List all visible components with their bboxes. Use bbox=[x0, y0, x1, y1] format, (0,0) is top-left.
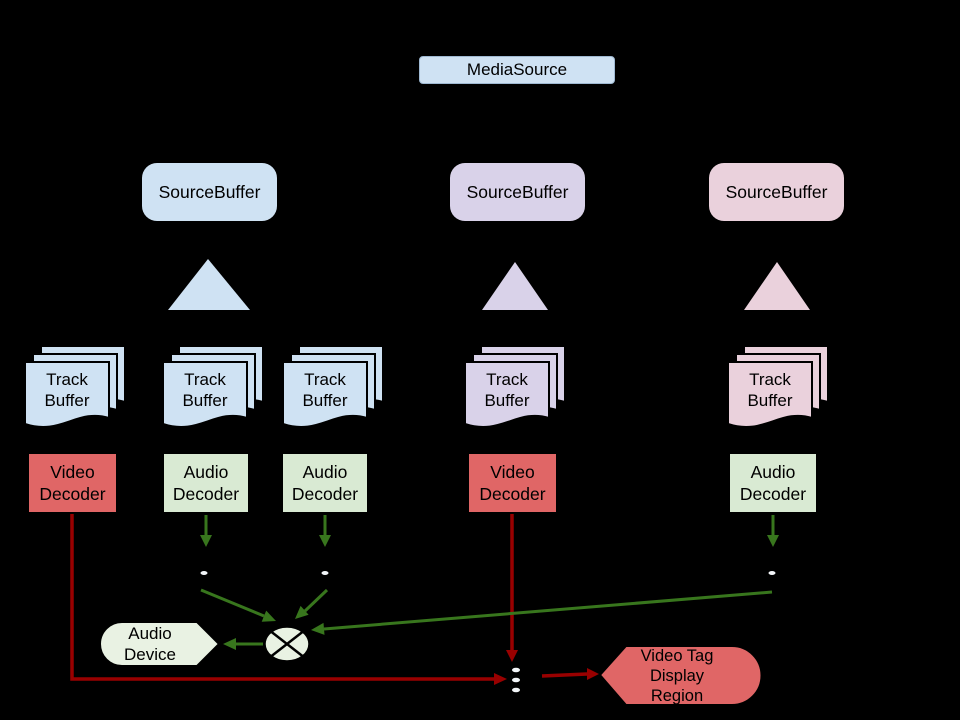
decoder-line2: Decoder bbox=[291, 484, 359, 504]
decoder-line2: Decoder bbox=[739, 484, 807, 504]
audio-arrowhead-icon bbox=[311, 622, 325, 635]
source-buffer-box-2: SourceBuffer bbox=[450, 163, 585, 221]
track-buffer-line1: Track bbox=[184, 370, 226, 389]
track-buffer-line2: Buffer bbox=[484, 391, 530, 410]
track-buffer-line2: Buffer bbox=[302, 391, 348, 410]
audio-arrowhead-icon bbox=[319, 535, 331, 547]
audio-arrow-right-to-mixer bbox=[323, 590, 773, 631]
decoder-line1: Video bbox=[490, 462, 535, 482]
decoder-line2: Decoder bbox=[479, 484, 546, 504]
video-queue-ellipsis-icon bbox=[512, 667, 520, 693]
funnel-triangle-2 bbox=[482, 262, 548, 310]
mixer-cross-line bbox=[270, 630, 304, 658]
source-buffer-label: SourceBuffer bbox=[466, 181, 569, 202]
queue-dot-icon bbox=[512, 687, 520, 693]
track-buffer-line2: Buffer bbox=[44, 391, 90, 410]
video-arrow-decoder1-to-queue bbox=[70, 514, 495, 681]
decoder-line1: Audio bbox=[183, 462, 229, 482]
document-sheet-icon bbox=[464, 361, 550, 429]
decoder-line1: Video bbox=[50, 462, 95, 482]
track-buffer-label-4: Track Buffer bbox=[465, 363, 549, 417]
audio-decoder-box-2: Audio Decoder bbox=[281, 452, 369, 514]
flow-break-dash-icon bbox=[200, 571, 208, 575]
track-buffer-line2: Buffer bbox=[182, 391, 228, 410]
audio-device-line1: Audio bbox=[128, 624, 172, 643]
document-sheet-icon bbox=[24, 361, 110, 429]
media-source-label: MediaSource bbox=[466, 60, 568, 79]
video-decoder-box-1: Video Decoder bbox=[27, 452, 118, 514]
video-arrowhead-icon bbox=[506, 650, 518, 662]
track-buffer-label-3: Track Buffer bbox=[283, 363, 367, 417]
flow-break-dash-icon bbox=[768, 571, 776, 575]
decoder-line1: Audio bbox=[750, 462, 796, 482]
document-sheet-icon bbox=[162, 361, 248, 429]
queue-dot-icon bbox=[512, 677, 520, 683]
decoder-line1: Audio bbox=[302, 462, 348, 482]
video-tag-display-label: Video Tag Display Region bbox=[612, 645, 742, 706]
video-tag-line2: Display bbox=[649, 666, 705, 685]
document-sheet-icon bbox=[727, 361, 813, 429]
flow-break-dash-icon bbox=[321, 571, 329, 575]
video-tag-display-shape bbox=[598, 645, 763, 706]
audio-arrowhead-icon bbox=[200, 535, 212, 547]
video-tag-line3: Region bbox=[650, 686, 704, 705]
track-buffer-stack-5 bbox=[727, 345, 829, 429]
track-buffer-label-2: Track Buffer bbox=[163, 363, 247, 417]
audio-decoder-box-3: Audio Decoder bbox=[728, 452, 818, 514]
source-buffer-label: SourceBuffer bbox=[725, 181, 828, 202]
video-tag-line1: Video Tag bbox=[640, 646, 714, 665]
audio-device-label: Audio Device bbox=[98, 622, 202, 666]
audio-arrowhead-icon bbox=[223, 638, 236, 650]
queue-dot-icon bbox=[512, 667, 520, 673]
video-decoder-box-2: Video Decoder bbox=[467, 452, 558, 514]
audio-arrowhead-icon bbox=[295, 605, 309, 619]
track-buffer-label-1: Track Buffer bbox=[25, 363, 109, 417]
track-buffer-stack-2 bbox=[162, 345, 264, 429]
track-buffer-line1: Track bbox=[304, 370, 346, 389]
track-buffer-line2: Buffer bbox=[747, 391, 793, 410]
funnel-triangle-1 bbox=[168, 259, 250, 310]
audio-arrowhead-icon bbox=[261, 610, 276, 622]
track-buffer-stack-1 bbox=[24, 345, 126, 429]
source-buffer-box-3: SourceBuffer bbox=[709, 163, 844, 221]
media-source-box: MediaSource bbox=[419, 56, 615, 84]
decoder-line2: Decoder bbox=[39, 484, 106, 504]
source-buffer-label: SourceBuffer bbox=[158, 181, 261, 202]
video-arrowhead-icon bbox=[587, 668, 599, 680]
video-arrowhead-icon bbox=[494, 673, 507, 685]
audio-flow-lines bbox=[200, 515, 779, 650]
audio-decoder-box-1: Audio Decoder bbox=[162, 452, 250, 514]
track-buffer-line1: Track bbox=[46, 370, 88, 389]
audio-arrowhead-icon bbox=[767, 535, 779, 547]
track-buffer-label-5: Track Buffer bbox=[728, 363, 812, 417]
mixer-icon bbox=[263, 625, 311, 663]
track-buffer-stack-3 bbox=[282, 345, 384, 429]
audio-device-line2: Device bbox=[124, 645, 176, 664]
document-sheet-icon bbox=[282, 361, 368, 429]
track-buffer-stack-4 bbox=[464, 345, 566, 429]
audio-device-shape bbox=[99, 621, 221, 667]
decoder-line2: Decoder bbox=[172, 484, 240, 504]
video-flow-lines bbox=[70, 514, 599, 685]
audio-arrow-left-to-mixer bbox=[200, 588, 265, 618]
video-arrow-queue-to-display bbox=[541, 672, 588, 678]
source-buffer-box-1: SourceBuffer bbox=[142, 163, 277, 221]
funnel-triangle-3 bbox=[744, 262, 810, 310]
track-buffer-line1: Track bbox=[486, 370, 528, 389]
audio-arrow-mid-to-mixer bbox=[303, 588, 329, 613]
track-buffer-line1: Track bbox=[749, 370, 791, 389]
